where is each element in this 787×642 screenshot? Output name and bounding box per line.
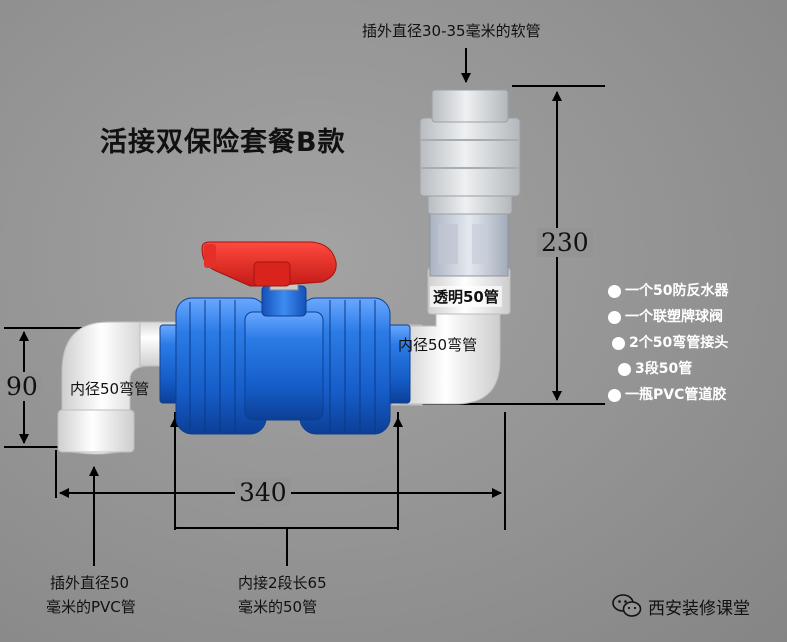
page-title: 活接双保险套餐B款 — [100, 127, 346, 158]
dimension-230: 230 — [537, 228, 593, 257]
bullet-icon — [608, 388, 621, 402]
feature-item: 2个50弯管接头 — [612, 330, 728, 356]
label-transparent-pipe: 透明50管 — [430, 286, 502, 307]
bullet-icon — [618, 362, 631, 376]
check-valve — [419, 89, 521, 277]
label-inner-65-line1: 内接2段长65 — [238, 574, 327, 592]
label-elbow-left: 内径50弯管 — [70, 380, 150, 398]
bullet-icon — [608, 284, 621, 298]
bullet-icon — [608, 310, 621, 324]
wechat-icon — [612, 594, 642, 617]
dimension-90: 90 — [2, 372, 42, 401]
watermark-text: 西安装修课堂 — [648, 598, 750, 619]
feature-item: 一个50防反水器 — [608, 278, 728, 304]
feature-list: 一个50防反水器 一个联塑牌球阀 2个50弯管接头 3段50管 一瓶PVC管道胶 — [608, 278, 728, 408]
feature-item: 3段50管 — [618, 356, 728, 382]
valve-handle — [201, 241, 337, 287]
dimension-340: 340 — [235, 478, 291, 507]
label-outer-50-line1: 插外直径50 — [50, 574, 130, 592]
feature-item: 一瓶PVC管道胶 — [608, 382, 728, 408]
label-outer-50-line2: 毫米的PVC管 — [46, 598, 136, 616]
top-note: 插外直径30-35毫米的软管 — [362, 22, 541, 40]
bullet-icon — [612, 336, 625, 350]
left-elbow-pipe — [57, 321, 179, 455]
label-elbow-right: 内径50弯管 — [398, 336, 478, 354]
ball-valve — [159, 271, 411, 435]
label-inner-65-line2: 毫米的50管 — [238, 598, 318, 616]
watermark: 西安装修课堂 — [612, 593, 750, 619]
feature-item: 一个联塑牌球阀 — [608, 304, 728, 330]
